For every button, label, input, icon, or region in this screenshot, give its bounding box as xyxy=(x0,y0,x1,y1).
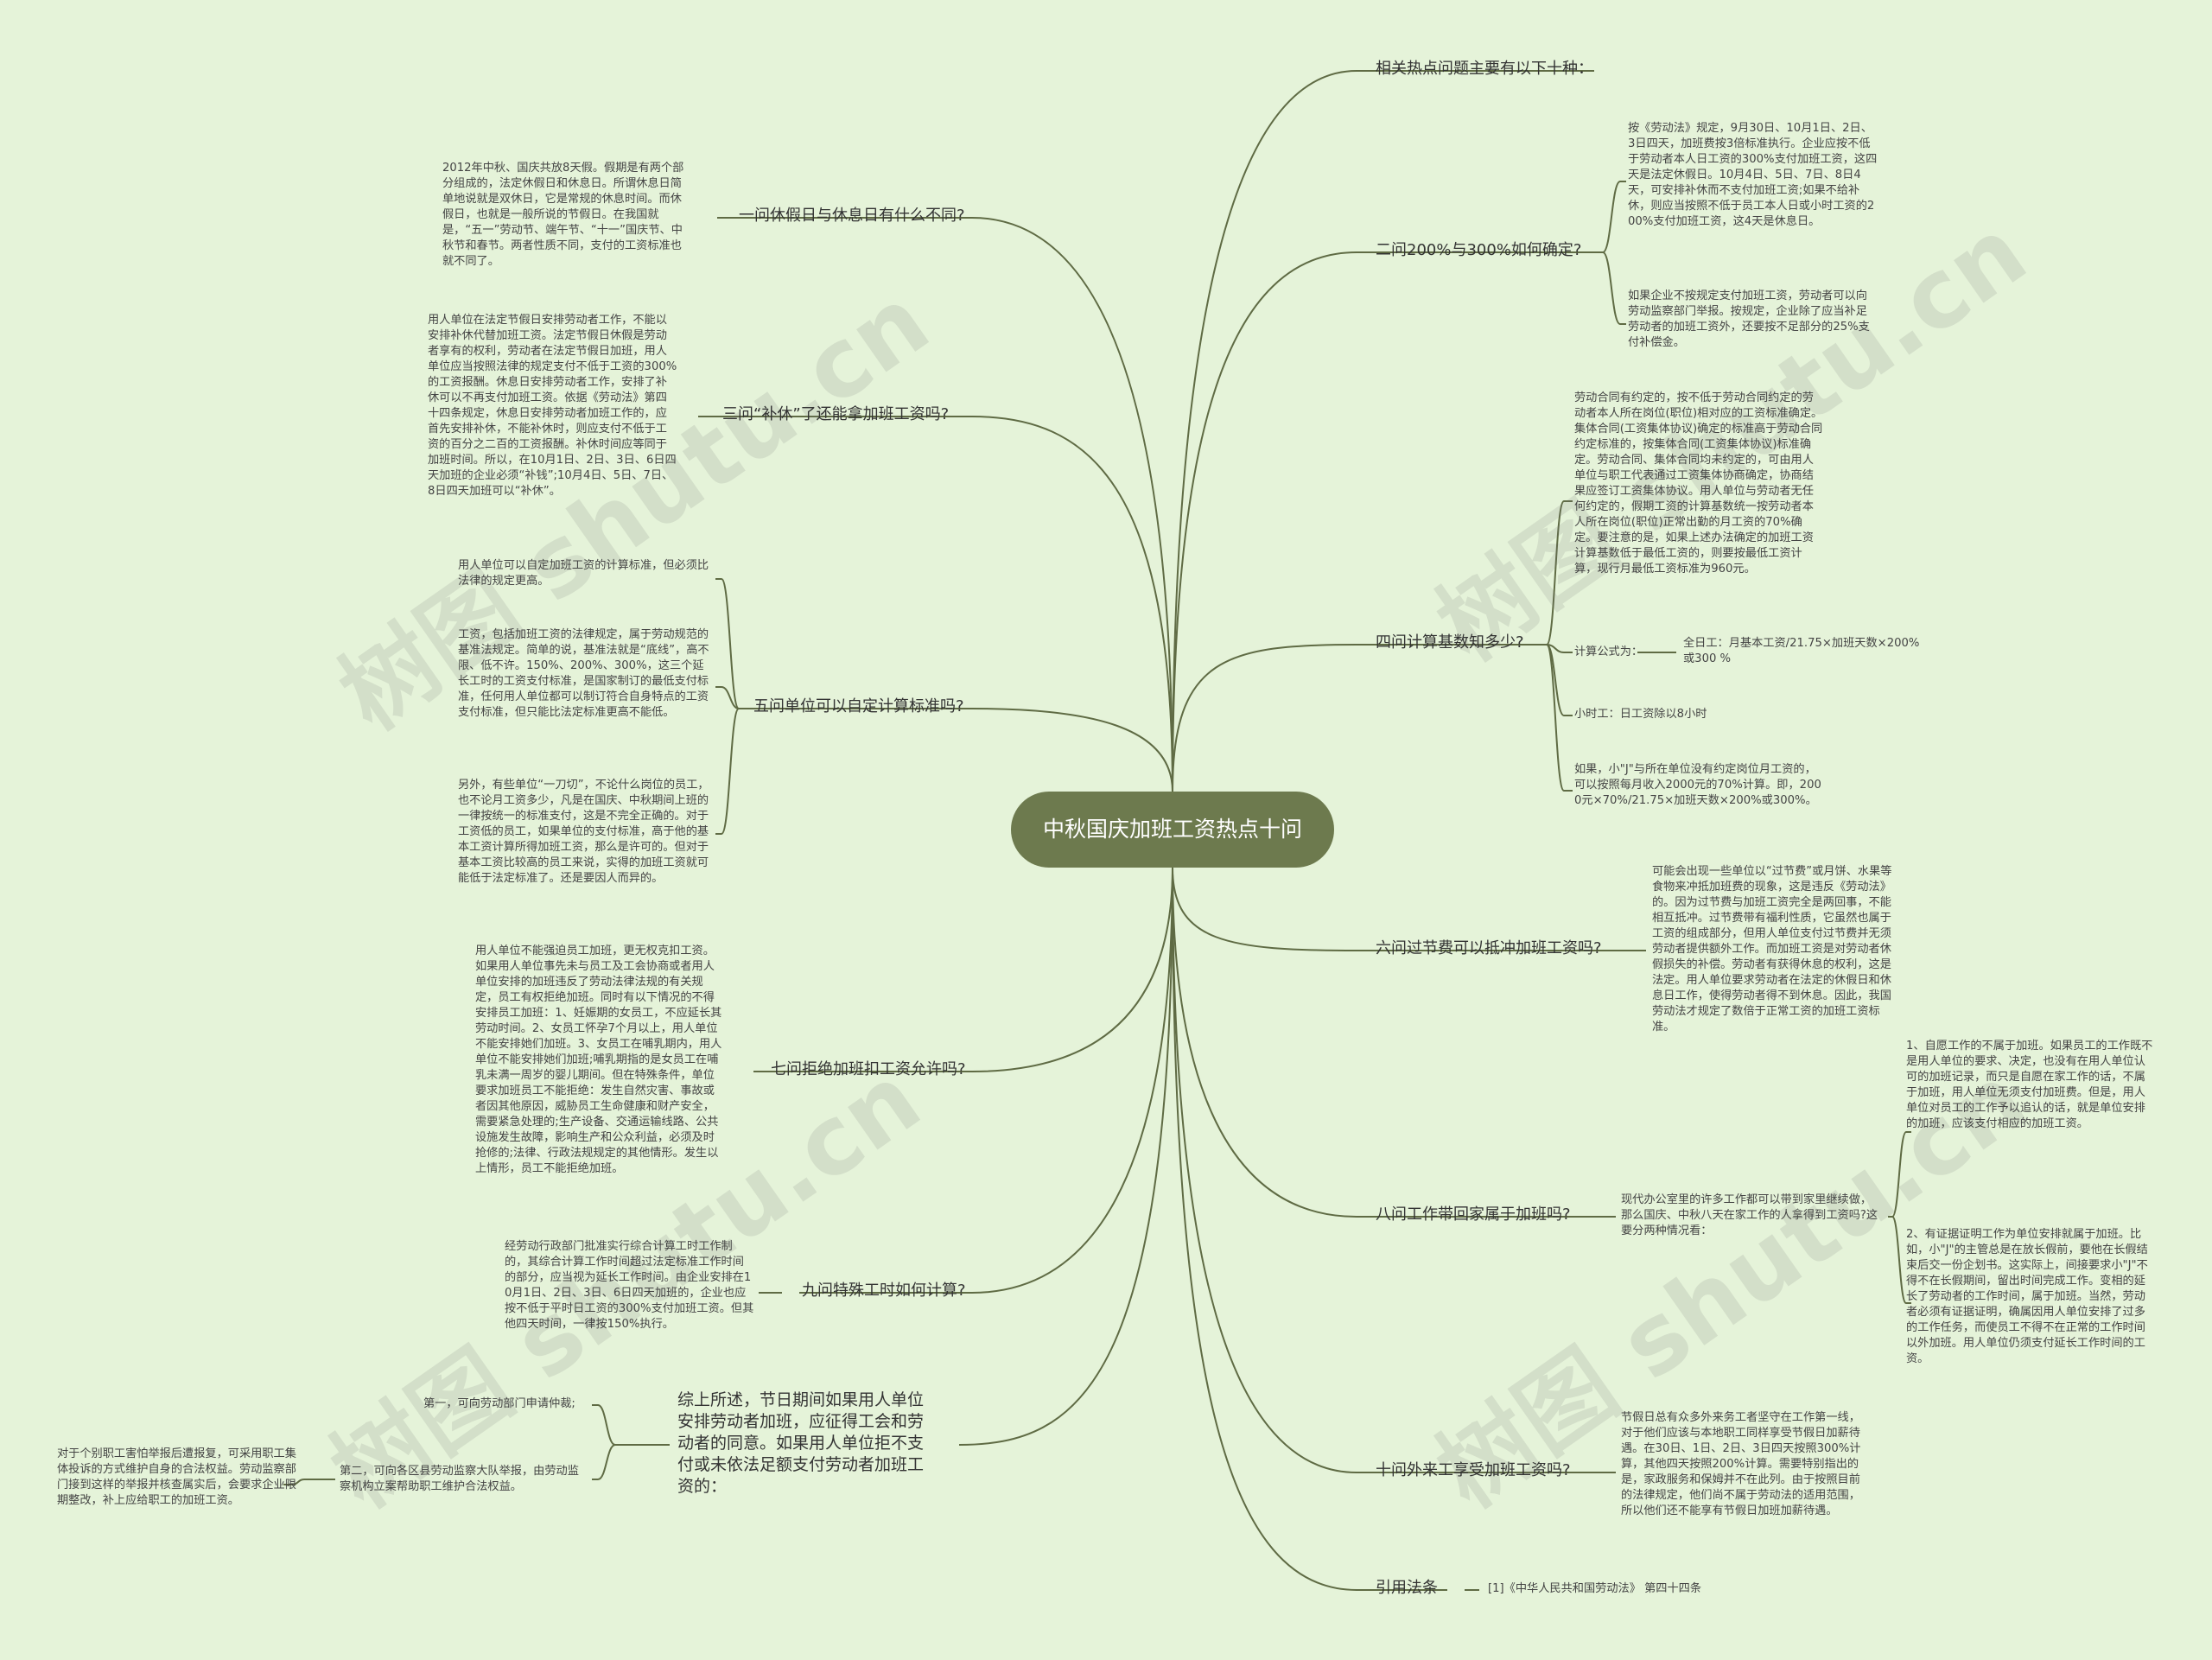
central-topic[interactable]: 中秋国庆加班工资热点十问 xyxy=(1011,792,1334,868)
q4-answer-3: 如果，小"J"与所在单位没有约定岗位月工资的，可以按照每月收入2000元的70%… xyxy=(1574,763,1821,807)
topic-law[interactable]: 引用法条 xyxy=(1376,1579,1438,1597)
q6-answer-1: 可能会出现一些单位以“过节费”或月饼、水果等食物来冲抵加班费的现象，这是违反《劳… xyxy=(1652,865,1892,1034)
topic-intro[interactable]: 相关热点问题主要有以下十种： xyxy=(1376,60,1593,78)
q8-case-2: 2、有证据证明工作为单位安排就属于加班。比如，小"J"的主管总是在放长假前，要他… xyxy=(1906,1228,2148,1365)
q4-answer-1: 劳动合同有约定的，按不低于劳动合同约定的劳动者本人所在岗位(职位)相对应的工资标… xyxy=(1574,391,1823,576)
topic-q3[interactable]: 三问“补休”了还能拿加班工资吗? xyxy=(722,405,950,423)
q10-answer-1: 节假日总有众多外来务工者坚守在工作第一线，对于他们应该与本地职工同样享受节假日加… xyxy=(1621,1411,1861,1517)
topic-q1[interactable]: 一问休假日与休息日有什么不同? xyxy=(739,207,965,225)
q5-answer-1: 用人单位可以自定加班工资的计算标准，但必须比法律的规定更高。 xyxy=(458,559,709,588)
q8-intro: 现代办公室里的许多工作都可以带到家里继续做，那么国庆、中秋八天在家工作的人拿得到… xyxy=(1621,1193,1878,1237)
topic-q5[interactable]: 五问单位可以自定计算标准吗? xyxy=(753,697,964,716)
q2-answer-1: 按《劳动法》规定，9月30日、10月1日、2日、3日四天，加班费按3倍标准执行。… xyxy=(1628,122,1878,228)
q4-formula-label: 计算公式为： xyxy=(1574,646,1643,658)
topic-q6[interactable]: 六问过节费可以抵冲加班工资吗? xyxy=(1376,939,1602,957)
summary-way-1: 第一，可向劳动部门申请仲裁; xyxy=(423,1397,575,1410)
topic-q8[interactable]: 八问工作带回家属于加班吗? xyxy=(1376,1205,1571,1224)
topic-q9[interactable]: 九问特殊工时如何计算? xyxy=(802,1282,966,1300)
q5-answer-3: 另外，有些单位“一刀切”，不论什么岗位的员工，也不论月工资多少，凡是在国庆、中秋… xyxy=(458,779,709,885)
q7-answer-1: 用人单位不能强迫员工加班，更无权克扣工资。如果用人单位事先未与员工及工会协商或者… xyxy=(475,944,722,1175)
topic-q7[interactable]: 七问拒绝加班扣工资允许吗? xyxy=(771,1060,966,1078)
topic-q10[interactable]: 十问外来工享受加班工资吗? xyxy=(1376,1461,1571,1479)
q9-answer-1: 经劳动行政部门批准实行综合计算工时工作制的，其综合计算工作时间超过法定标准工作时… xyxy=(505,1240,754,1331)
q5-answer-2: 工资，包括加班工资的法律规定，属于劳动规范的基准法规定。简单的说，基准法就是“底… xyxy=(458,628,709,719)
topic-q4[interactable]: 四问计算基数知多少? xyxy=(1376,633,1524,652)
summary-way-2-detail: 对于个别职工害怕举报后遭报复，可采用职工集体投诉的方式维护自身的合法权益。劳动监… xyxy=(57,1447,296,1507)
q4-hourly: 小时工：日工资除以8小时 xyxy=(1574,708,1707,721)
q4-formula: 全日工：月基本工资/21.75×加班天数×200%或300 % xyxy=(1683,637,1920,665)
law-item: [1]《中华人民共和国劳动法》 第四十四条 xyxy=(1488,1582,1702,1595)
q2-answer-2: 如果企业不按规定支付加班工资，劳动者可以向劳动监察部门举报。按规定，企业除了应当… xyxy=(1628,289,1870,349)
q8-case-1: 1、自愿工作的不属于加班。如果员工的工作既不是用人单位的要求、决定，也没有在用人… xyxy=(1906,1040,2153,1130)
q1-answer-1: 2012年中秋、国庆共放8天假。假期是有两个部分组成的，法定休假日和休息日。所谓… xyxy=(442,162,684,268)
summary-way-2: 第二，可向各区县劳动监察大队举报，由劳动监察机构立案帮助职工维护合法权益。 xyxy=(340,1465,579,1493)
topic-summary[interactable]: 综上所述，节日期间如果用人单位安排劳动者加班，应征得工会和劳动者的同意。如果用人… xyxy=(677,1390,925,1496)
topic-q2[interactable]: 二问200%与300%如何确定? xyxy=(1376,241,1582,259)
q3-answer-1: 用人单位在法定节假日安排劳动者工作，不能以安排补休代替加班工资。法定节假日休假是… xyxy=(428,314,677,498)
